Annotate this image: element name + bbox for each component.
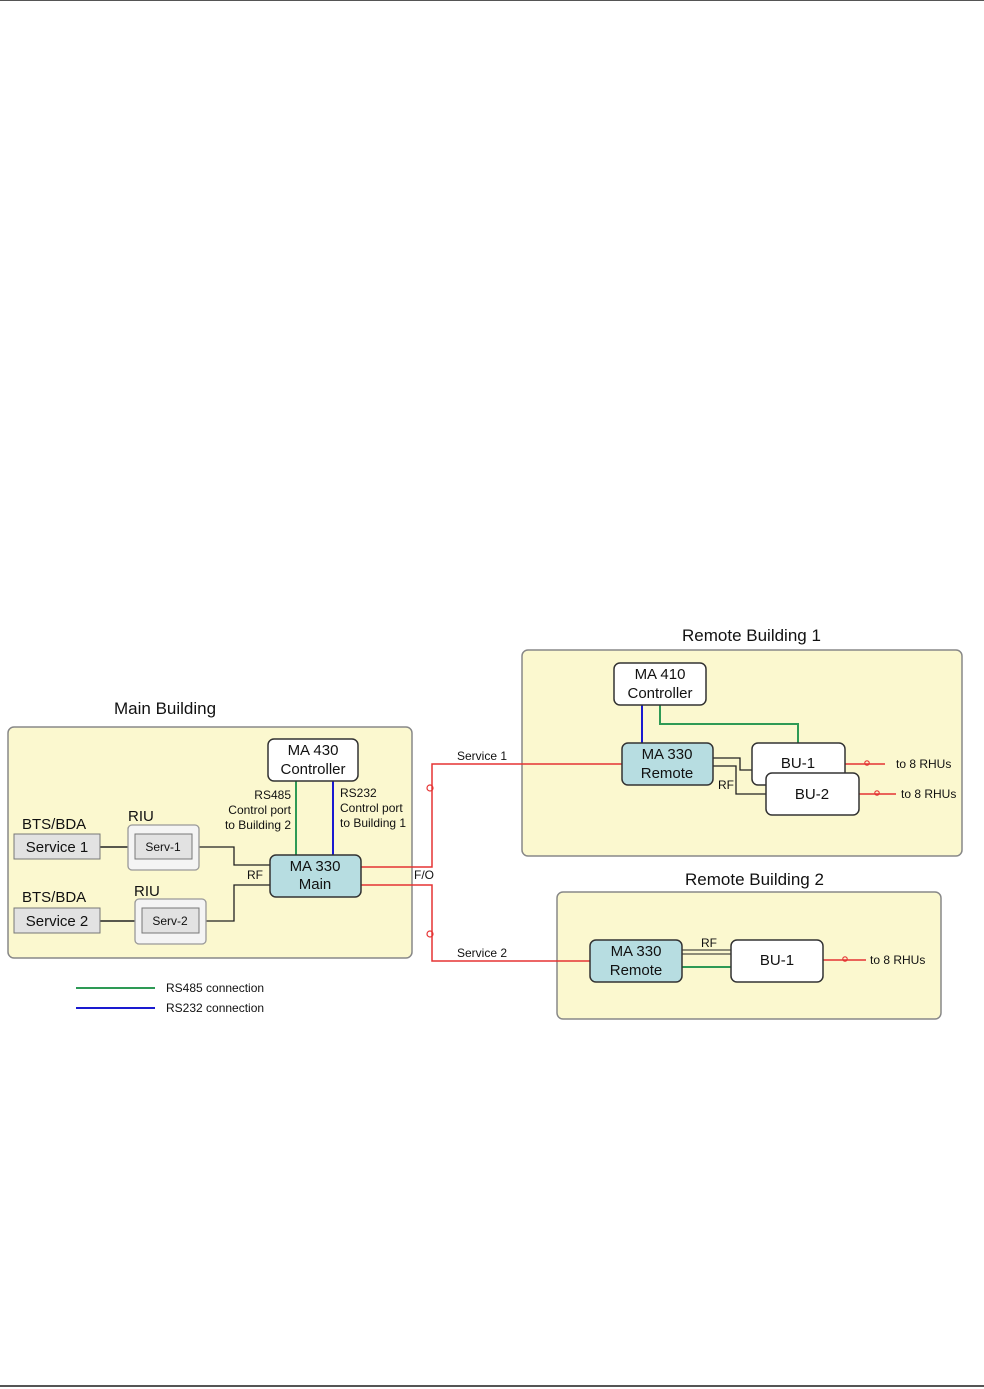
rs485-note-line2: Control port [228,803,291,817]
bu-2-rb1-label: BU-2 [795,786,829,803]
riu-2-card [141,907,200,934]
ma430-line2: Controller [280,761,345,778]
legend-rs232-label: RS232 connection [166,1001,264,1015]
bu-1-rb2-label: BU-1 [760,952,794,969]
remote-building-2-title: Remote Building 2 [685,870,824,889]
bts-2-label: BTS/BDA [22,889,86,906]
rs485-link-remote1 [659,705,799,743]
fiber-link-service1 [361,763,622,868]
ma330-remote-1-line2: Remote [641,765,694,782]
ma330-main-box [269,854,362,898]
fiber-marker-2 [426,930,434,938]
service-2-fiber-label: Service 2 [457,946,507,960]
rs232-note-line3: to Building 1 [340,816,406,830]
riu-2-label: RIU [134,883,160,900]
rs232-note-line1: RS232 [340,786,377,800]
riu-1-card [134,833,193,860]
legend-rs485-label: RS485 connection [166,981,264,995]
rs485-note-line1: RS485 [254,788,291,802]
ma410-line1: MA 410 [635,666,686,683]
ma430-line1: MA 430 [288,742,339,759]
rb2-rhu-label: to 8 RHUs [870,953,925,967]
fo-label: F/O [414,868,434,882]
ma330-remote-2-line1: MA 330 [611,943,662,960]
rb1-rf-label: RF [718,778,734,792]
service-2-box [13,907,101,934]
top-rule [0,0,984,1]
rhu-marker-rb1-bu1 [864,760,870,766]
service-1-label: Service 1 [26,839,89,856]
rb1-rhu-2-label: to 8 RHUs [901,787,956,801]
rf-link-riu1-main [199,846,270,866]
main-building-title: Main Building [114,699,216,718]
rhu-marker-rb1-bu2 [874,790,880,796]
service-2-label: Service 2 [26,913,89,930]
ma330-main-line2: Main [299,876,332,893]
ma410-line2: Controller [627,685,692,702]
service-1-fiber-label: Service 1 [457,749,507,763]
bts-1-label: BTS/BDA [22,816,86,833]
ma330-main-line1: MA 330 [290,858,341,875]
rf-link-remote1-bu2 [713,765,766,795]
rb2-rf-label: RF [701,936,717,950]
main-building-area [7,726,413,959]
rf-link-riu2-main [206,884,270,922]
fiber-link-service2 [361,884,590,962]
rs232-note-line2: Control port [340,801,403,815]
rs485-note-line3: to Building 2 [225,818,291,832]
rhu-marker-rb2-bu1 [842,956,848,962]
ma330-remote-2-line2: Remote [610,962,663,979]
ma330-remote-1-line1: MA 330 [642,746,693,763]
bu-1-rb2-box [730,939,824,983]
ma430-controller-box [267,738,359,782]
bu-2-rb1-box [765,772,860,816]
bottom-rule [0,1385,984,1387]
service-1-box [13,833,101,860]
riu-1-card-label: Serv-1 [145,840,181,854]
riu-2-card-label: Serv-2 [152,914,188,928]
riu-1-label: RIU [128,808,154,825]
ma330-remote-2-box [589,939,683,983]
ma410-controller-box [613,662,707,706]
remote-building-1-title: Remote Building 1 [682,626,821,645]
main-rf-label: RF [247,868,263,882]
fiber-marker-1 [426,784,434,792]
bu-1-rb1-label: BU-1 [781,755,815,772]
rf-link-remote1-bu1 [713,757,752,771]
rb1-rhu-1-label: to 8 RHUs [896,757,951,771]
ma330-remote-1-box [621,742,714,786]
remote-building-1-area [521,649,963,857]
